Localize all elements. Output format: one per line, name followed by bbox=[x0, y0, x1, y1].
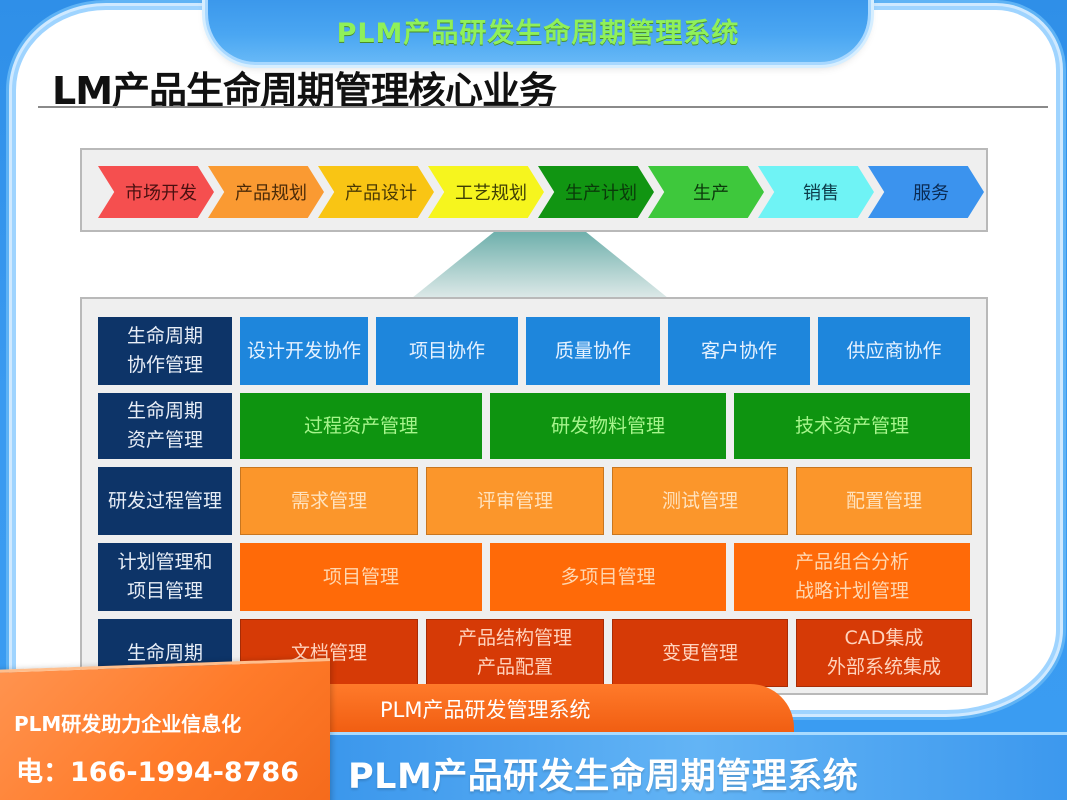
stage-production-planning: 生产计划 bbox=[538, 166, 654, 218]
row-header: 生命周期 资产管理 bbox=[98, 393, 232, 459]
business-grid: 生命周期 协作管理 设计开发协作 项目协作 质量协作 客户协作 供应商协作 生命… bbox=[80, 297, 988, 695]
top-banner: PLM产品研发生命周期管理系统 bbox=[208, 0, 868, 62]
top-banner-title: PLM产品研发生命周期管理系统 bbox=[336, 18, 740, 49]
cell-project-mgmt: 项目管理 bbox=[240, 543, 482, 611]
grid-row-planning: 计划管理和 项目管理 项目管理 多项目管理 产品组合分析 战略计划管理 bbox=[98, 543, 970, 611]
stage-service: 服务 bbox=[868, 166, 984, 218]
footer-banner bbox=[330, 732, 1067, 800]
cell-configuration: 配置管理 bbox=[796, 467, 972, 535]
cell-change-mgmt: 变更管理 bbox=[612, 619, 788, 687]
cell-testing: 测试管理 bbox=[612, 467, 788, 535]
cell-design-collab: 设计开发协作 bbox=[240, 317, 368, 385]
contact-slogan: PLM研发助力企业信息化 bbox=[14, 712, 242, 736]
footer-main-title: PLM产品研发生命周期管理系统 bbox=[348, 757, 859, 797]
cell-product-structure: 产品结构管理 产品配置 bbox=[426, 619, 604, 687]
cell-tech-assets: 技术资产管理 bbox=[734, 393, 970, 459]
cell-reviews: 评审管理 bbox=[426, 467, 604, 535]
process-stages: 市场开发 产品规划 产品设计 工艺规划 生产计划 生产 销售 服务 bbox=[98, 166, 984, 218]
stage-product-design: 产品设计 bbox=[318, 166, 434, 218]
cell-rd-materials: 研发物料管理 bbox=[490, 393, 726, 459]
footer-subtitle: PLM产品研发管理系统 bbox=[380, 698, 591, 722]
cell-project-collab: 项目协作 bbox=[376, 317, 518, 385]
document-title: LM产品生命周期管理核心业务 bbox=[52, 69, 557, 113]
cell-process-assets: 过程资产管理 bbox=[240, 393, 482, 459]
cell-requirements: 需求管理 bbox=[240, 467, 418, 535]
stage-process-planning: 工艺规划 bbox=[428, 166, 544, 218]
title-divider bbox=[38, 106, 1048, 108]
grid-row-assets: 生命周期 资产管理 过程资产管理 研发物料管理 技术资产管理 bbox=[98, 393, 970, 459]
cell-quality-collab: 质量协作 bbox=[526, 317, 660, 385]
cell-cad-integration: CAD集成 外部系统集成 bbox=[796, 619, 972, 687]
cell-supplier-collab: 供应商协作 bbox=[818, 317, 970, 385]
footer-subtitle-strip: PLM产品研发管理系统 bbox=[320, 684, 794, 732]
row-header: 生命周期 协作管理 bbox=[98, 317, 232, 385]
stage-market-development: 市场开发 bbox=[98, 166, 214, 218]
grid-row-rd-process: 研发过程管理 需求管理 评审管理 测试管理 配置管理 bbox=[98, 467, 972, 535]
stage-production: 生产 bbox=[648, 166, 764, 218]
process-flow: 市场开发 产品规划 产品设计 工艺规划 生产计划 生产 销售 服务 bbox=[80, 148, 988, 232]
contact-phone: 电：166-1994-8786 bbox=[16, 757, 300, 788]
stage-sales: 销售 bbox=[758, 166, 874, 218]
grid-row-collaboration: 生命周期 协作管理 设计开发协作 项目协作 质量协作 客户协作 供应商协作 bbox=[98, 317, 970, 385]
cell-multi-project: 多项目管理 bbox=[490, 543, 726, 611]
stage-product-planning: 产品规划 bbox=[208, 166, 324, 218]
row-header: 计划管理和 项目管理 bbox=[98, 543, 232, 611]
cell-portfolio-strategy: 产品组合分析 战略计划管理 bbox=[734, 543, 970, 611]
row-header: 研发过程管理 bbox=[98, 467, 232, 535]
cell-customer-collab: 客户协作 bbox=[668, 317, 810, 385]
